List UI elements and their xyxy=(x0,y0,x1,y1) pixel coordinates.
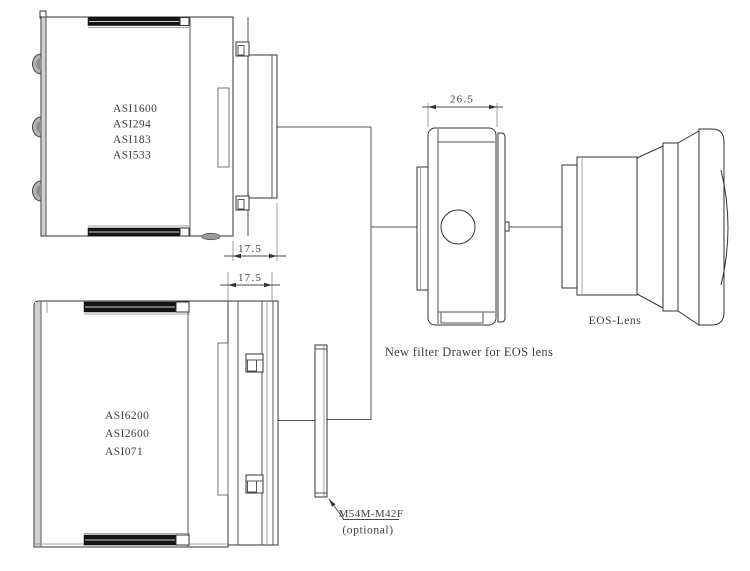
fin-end-cap xyxy=(179,17,190,26)
dimension-top-17-5: 17.5 xyxy=(224,203,286,261)
lens-barrel xyxy=(576,156,638,296)
dimension-bottom-value: 17.5 xyxy=(238,272,262,284)
camera-bottom-model-1: ASI6200 xyxy=(105,410,149,422)
lens-label: EOS-Lens xyxy=(589,315,642,327)
clip-bottom-detail xyxy=(237,199,245,210)
drawer-thumbscrew xyxy=(440,209,476,245)
dim-arrow-right xyxy=(489,104,497,110)
drawer-mount-nub xyxy=(504,221,510,232)
dim-arrow-right xyxy=(264,282,272,288)
side-knob-inner xyxy=(36,185,41,197)
lens-front-cap xyxy=(698,128,725,326)
camera-top-model-4: ASI533 xyxy=(113,150,151,162)
eos-lens: EOS-Lens xyxy=(561,128,729,327)
camera-top-body xyxy=(40,16,234,237)
dimension-drawer-26-5: 26.5 xyxy=(422,94,503,127)
camera-bottom-left-edge-shade xyxy=(34,302,41,546)
bottom-port xyxy=(201,232,221,241)
vent-slot xyxy=(217,87,230,168)
camera-bottom-model-3: ASI071 xyxy=(105,446,143,458)
dimension-top-value: 17.5 xyxy=(238,243,262,255)
camera-top-model-1: ASI1600 xyxy=(113,103,157,115)
camera-body-bottom: ASI6200 ASI2600 ASI071 17.5 xyxy=(33,272,280,548)
filter-drawer: 26.5 New filter Drawer for EOS lens xyxy=(385,94,553,360)
adapter-plate-body xyxy=(314,344,328,498)
drawer-mount-ring xyxy=(497,132,506,323)
leader-arrow xyxy=(329,499,336,507)
camera-bottom-body xyxy=(33,300,229,548)
clip-bottom-detail xyxy=(247,480,257,493)
clip-top-detail xyxy=(247,359,257,372)
adapter-note: (optional) xyxy=(342,525,393,537)
lens-ring xyxy=(662,142,679,312)
lens-mount xyxy=(561,164,578,289)
lens-glass-curve xyxy=(720,169,729,286)
clip-top xyxy=(245,353,264,373)
dim-arrow-left xyxy=(428,104,436,110)
connector-lines xyxy=(277,126,562,421)
camera-top-left-edge-shade xyxy=(41,17,46,236)
drawer-left-flange xyxy=(416,166,429,291)
fin-end-cap xyxy=(175,301,190,313)
fin-end-cap xyxy=(179,227,190,237)
drawer-caption: New filter Drawer for EOS lens xyxy=(385,345,553,359)
side-knob-inner xyxy=(36,121,41,133)
lens-taper-rear xyxy=(636,145,664,309)
vent-slot xyxy=(217,342,229,496)
camera-body-top: ASI1600 ASI294 ASI183 ASI533 17.5 xyxy=(32,10,286,261)
dim-arrow-right xyxy=(269,253,277,259)
dim-arrow-left xyxy=(228,282,236,288)
clip-top-detail xyxy=(237,45,245,56)
adapter-plate: M54M-M42F (optional) xyxy=(314,344,404,537)
drawer-pull-tab xyxy=(440,311,484,324)
adapter-label: M54M-M42F xyxy=(339,508,404,520)
camera-bottom-model-2: ASI2600 xyxy=(105,428,149,440)
dimension-drawer-value: 26.5 xyxy=(450,94,474,106)
lens-taper-front xyxy=(677,130,700,326)
dimension-bottom-17-5: 17.5 xyxy=(220,272,280,301)
camera-top-model-3: ASI183 xyxy=(113,134,151,146)
tilt-flange xyxy=(247,54,278,199)
clip-bottom xyxy=(245,474,264,494)
fin-end-cap xyxy=(175,534,190,546)
side-knob-inner xyxy=(36,58,41,70)
dim-arrow-left xyxy=(233,253,241,259)
camera-top-model-2: ASI294 xyxy=(113,119,151,131)
back-plate-stack xyxy=(227,300,279,546)
